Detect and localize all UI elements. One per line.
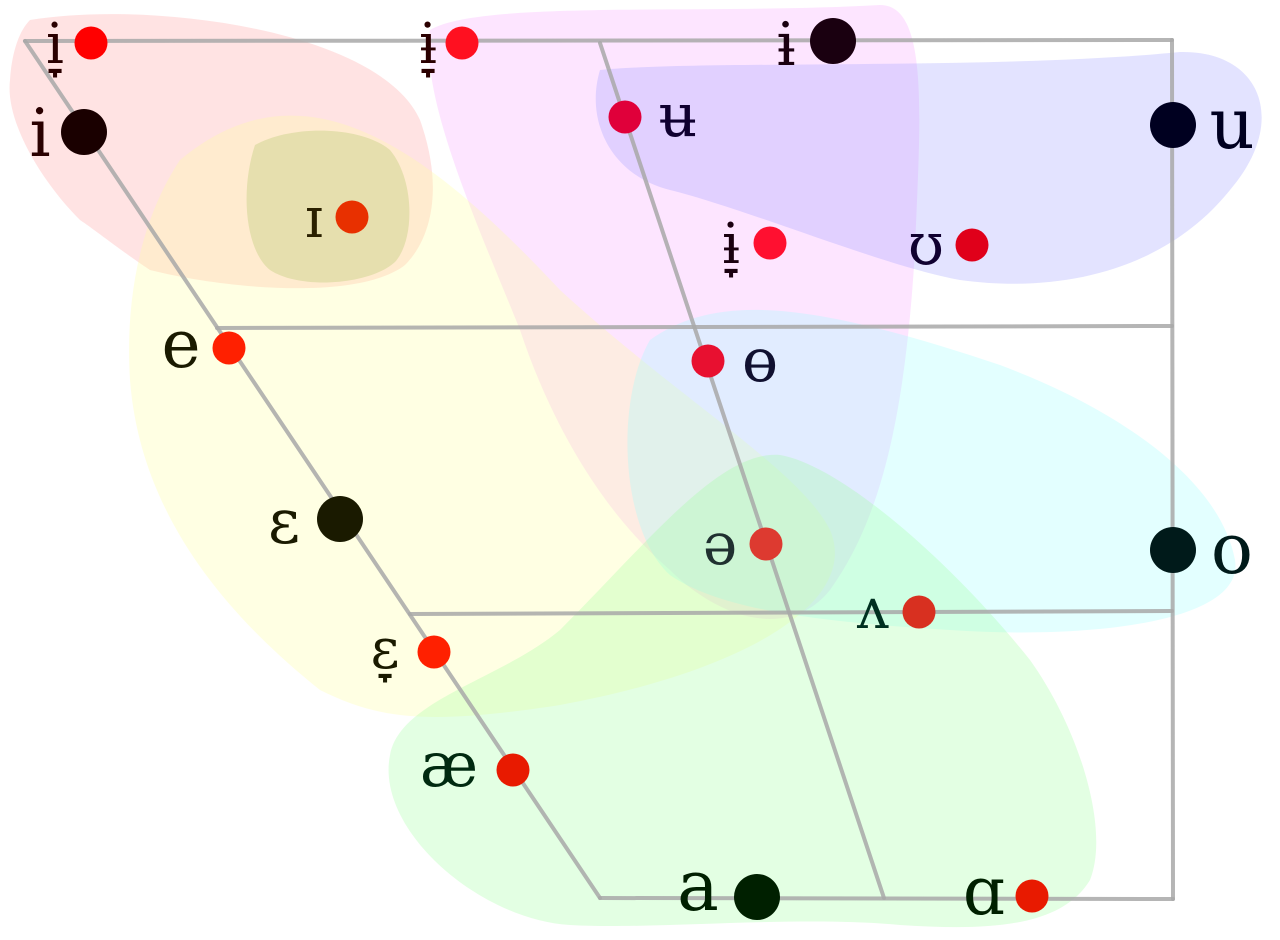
vowel-barred-i: ɨ [776, 10, 856, 80]
grid-line-2 [23, 39, 602, 900]
vowel-dot-upsilon [955, 228, 989, 262]
yellow-region [129, 115, 835, 717]
vowel-dot-e [212, 331, 246, 365]
vowel-symbol-barred-i: ɨ [776, 10, 795, 80]
vowel-symbol-small-cap-i: ɪ [305, 186, 323, 251]
vowel-symbol-epsilon-lowered: ɛ̞ [370, 617, 399, 683]
vowel-a: a [677, 845, 780, 927]
vowels-layer: i̞ i ɨ̞ ɨ ʉ u ɪ ɨ̞ ʊ e ɵ ɛ ə o ʌ ɛ̞ æ a ɑ [29, 10, 1254, 930]
vowel-symbol-ash: æ [420, 728, 478, 801]
vowel-dot-schwa [749, 527, 783, 561]
vowel-trapezoid-grid [23, 38, 1175, 901]
vowel-dot-o [1150, 527, 1196, 573]
vowel-symbol-o: o [1211, 508, 1253, 590]
vowel-small-cap-i: ɪ [305, 186, 369, 251]
vowel-dot-small-cap-i [335, 200, 369, 234]
vowel-dot-u [1150, 102, 1196, 148]
vowel-symbol-barred-i-lowered: ɨ̞ [419, 12, 437, 78]
red-region [9, 14, 433, 289]
vowel-i-close-front: i [29, 95, 107, 172]
vowel-symbol-turned-v: ʌ [856, 577, 889, 642]
grid-line-5 [215, 324, 1174, 330]
vowel-symbol-script-a: ɑ [963, 853, 1005, 930]
grid-line-7 [598, 896, 1175, 901]
vowel-symbol-u: u [1209, 83, 1254, 165]
vowel-symbol-upsilon: ʊ [908, 210, 944, 278]
vowel-o: o [1150, 508, 1253, 590]
vowel-epsilon-lowered: ɛ̞ [370, 617, 451, 683]
blue-region [595, 51, 1262, 284]
vowel-dot-i-close-front [61, 109, 107, 155]
vowel-dot-i-close-front-lowered [74, 26, 108, 60]
vowel-dot-barred-u [608, 100, 642, 134]
vowel-i-close-front-lowered: i̞ [46, 12, 108, 78]
vowel-barred-i-lowered: ɨ̞ [419, 12, 479, 78]
vowel-dot-barred-i [810, 18, 856, 64]
vowel-symbol-i-close-front-lowered: i̞ [46, 12, 64, 78]
grid-line-1 [23, 38, 1174, 43]
vowel-dot-barred-o [691, 344, 725, 378]
vowel-dot-a [734, 874, 780, 920]
vowel-u: u [1150, 83, 1255, 165]
vowel-symbol-a: a [677, 845, 719, 927]
vowel-dot-ash [496, 753, 530, 787]
vowel-ash: æ [420, 728, 530, 801]
grid-line-4 [1170, 38, 1175, 901]
vowel-symbol-i-close-front: i [29, 95, 50, 172]
vowel-dot-turned-v [902, 595, 936, 629]
vowel-dot-barred-i-central-lowered [753, 226, 787, 260]
vowel-dot-barred-i-lowered [445, 26, 479, 60]
vowel-symbol-epsilon: ɛ [268, 485, 300, 558]
grid-line-6 [408, 609, 1174, 616]
vowel-barred-u: ʉ [608, 81, 698, 151]
vowel-e: e [161, 306, 246, 383]
vowel-script-a: ɑ [963, 853, 1049, 930]
vowel-dot-epsilon [317, 496, 363, 542]
vowel-barred-i-central-lowered: ɨ̞ [722, 212, 787, 278]
vowel-dot-script-a [1015, 879, 1049, 913]
vowel-barred-o: ɵ [691, 326, 778, 396]
vowel-symbol-schwa: ə [703, 510, 737, 578]
vowel-epsilon: ɛ [268, 485, 363, 558]
magenta-region [428, 5, 920, 619]
vowel-symbol-e: e [161, 306, 200, 383]
grid-line-3 [598, 41, 886, 900]
vowel-dot-epsilon-lowered [417, 635, 451, 669]
regions-layer [9, 5, 1262, 928]
vowel-symbol-barred-i-central-lowered: ɨ̞ [722, 212, 740, 278]
olive-region [246, 130, 410, 283]
vowel-turned-v: ʌ [856, 577, 936, 642]
vowel-schwa: ə [703, 510, 783, 578]
vowel-symbol-barred-u: ʉ [659, 81, 698, 151]
vowel-upsilon: ʊ [908, 210, 989, 278]
green-region [388, 454, 1097, 928]
vowel-symbol-barred-o: ɵ [742, 326, 778, 396]
